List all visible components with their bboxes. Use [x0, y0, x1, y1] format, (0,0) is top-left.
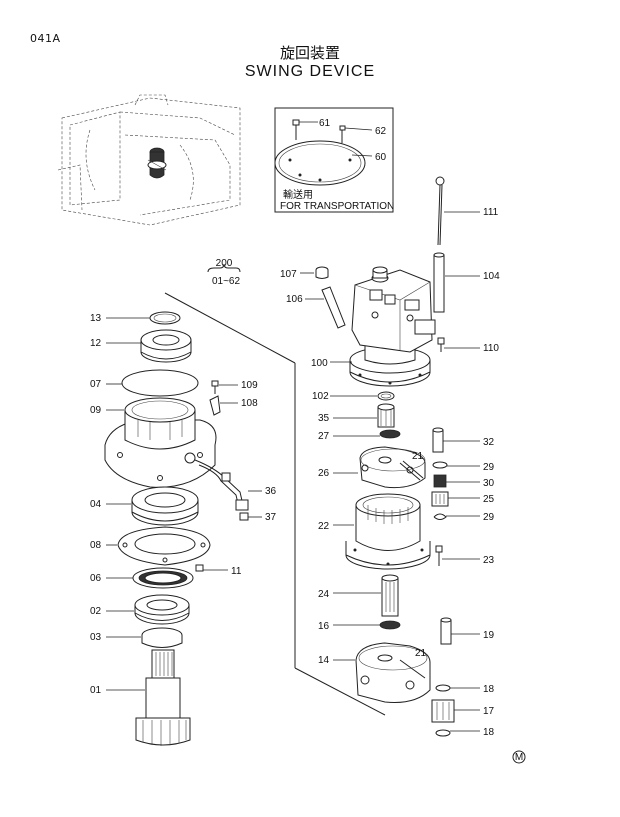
label-35: 35 — [318, 413, 330, 424]
label-02: 02 — [90, 606, 102, 617]
bearing-04 — [106, 486, 199, 526]
mark-letter: M — [515, 752, 523, 763]
carrier-14 — [333, 642, 431, 703]
label-06: 06 — [90, 573, 102, 584]
label-21-upper: 21 — [412, 451, 424, 462]
housing-09 — [104, 397, 217, 488]
label-102: 102 — [312, 391, 329, 402]
label-16: 16 — [318, 621, 330, 632]
label-110: 110 — [483, 343, 499, 354]
label-04: 04 — [90, 499, 102, 510]
label-36: 36 — [265, 486, 277, 497]
page-code: 041A — [30, 32, 61, 45]
label-12: 12 — [90, 338, 102, 349]
seal-06 — [106, 567, 194, 589]
level-gauge-parts — [433, 176, 480, 313]
assembly-bracket — [164, 292, 386, 716]
label-29-upper: 29 — [483, 462, 495, 473]
fitting-109-108 — [209, 380, 238, 416]
gasket-07 — [106, 369, 199, 397]
label-09: 09 — [90, 405, 102, 416]
label-01: 01 — [90, 685, 102, 696]
group-range: 01~62 — [212, 276, 241, 287]
group-reference: 200 01~62 — [207, 258, 241, 287]
inset-note-japanese: 輸送用 — [283, 188, 313, 201]
label-07: 07 — [90, 379, 102, 390]
label-60: 60 — [375, 152, 387, 163]
label-108: 108 — [241, 398, 258, 409]
hose-36-plug-37 — [194, 459, 262, 521]
machine-location-thumbnail — [57, 94, 241, 226]
label-11: 11 — [231, 566, 242, 577]
label-23: 23 — [483, 555, 495, 566]
label-27: 27 — [318, 431, 330, 442]
label-37: 37 — [265, 512, 277, 523]
label-22: 22 — [318, 521, 330, 532]
label-111: 111 — [483, 207, 499, 218]
label-106: 106 — [286, 294, 303, 305]
breather-parts — [300, 266, 346, 329]
label-17: 17 — [483, 706, 495, 717]
label-61: 61 — [319, 118, 331, 129]
collar-03 — [106, 627, 183, 648]
label-25: 25 — [483, 494, 495, 505]
group-number: 200 — [216, 258, 233, 269]
flange-08 — [106, 526, 228, 572]
bearing-02 — [106, 594, 190, 625]
manufacturer-mark: M — [512, 750, 526, 764]
ring-102 — [330, 391, 395, 401]
label-18-lower: 18 — [483, 727, 495, 738]
snap-ring-13 — [106, 311, 181, 325]
label-32: 32 — [483, 437, 495, 448]
part-labels: 61 62 60 111 107 104 106 110 100 102 35 … — [90, 118, 500, 738]
ring-gear-22 — [333, 493, 480, 570]
label-21-lower: 21 — [415, 648, 427, 659]
label-62: 62 — [375, 126, 387, 137]
washer-16-pin-19 — [333, 617, 480, 645]
carrier-26 — [333, 446, 426, 489]
label-107: 107 — [280, 269, 297, 280]
title-english: SWING DEVICE — [244, 63, 376, 80]
label-104: 104 — [483, 271, 500, 282]
label-29-lower: 29 — [483, 512, 495, 523]
pinion-shaft-01 — [106, 649, 191, 746]
label-14: 14 — [318, 655, 330, 666]
label-30: 30 — [483, 478, 495, 489]
label-03: 03 — [90, 632, 102, 643]
label-18-upper: 18 — [483, 684, 495, 695]
label-26: 26 — [318, 468, 330, 479]
label-19: 19 — [483, 630, 495, 641]
gear-35-washer-27 — [333, 403, 401, 439]
sun-gear-24 — [333, 574, 399, 617]
inset-note-english: FOR TRANSPORTATION — [280, 201, 394, 212]
swing-motor-assembly — [330, 266, 480, 387]
label-100: 100 — [311, 358, 328, 369]
label-08: 08 — [90, 540, 102, 551]
transport-inset: 輸送用 FOR TRANSPORTATION — [274, 107, 394, 213]
planet-gear-17-set — [431, 684, 480, 737]
title-japanese: 旋回装置 — [279, 44, 340, 62]
bearing-12 — [106, 329, 192, 363]
label-24: 24 — [318, 589, 330, 600]
label-109: 109 — [241, 380, 258, 391]
pins-and-gears-upper — [431, 427, 480, 520]
label-13: 13 — [90, 313, 102, 324]
